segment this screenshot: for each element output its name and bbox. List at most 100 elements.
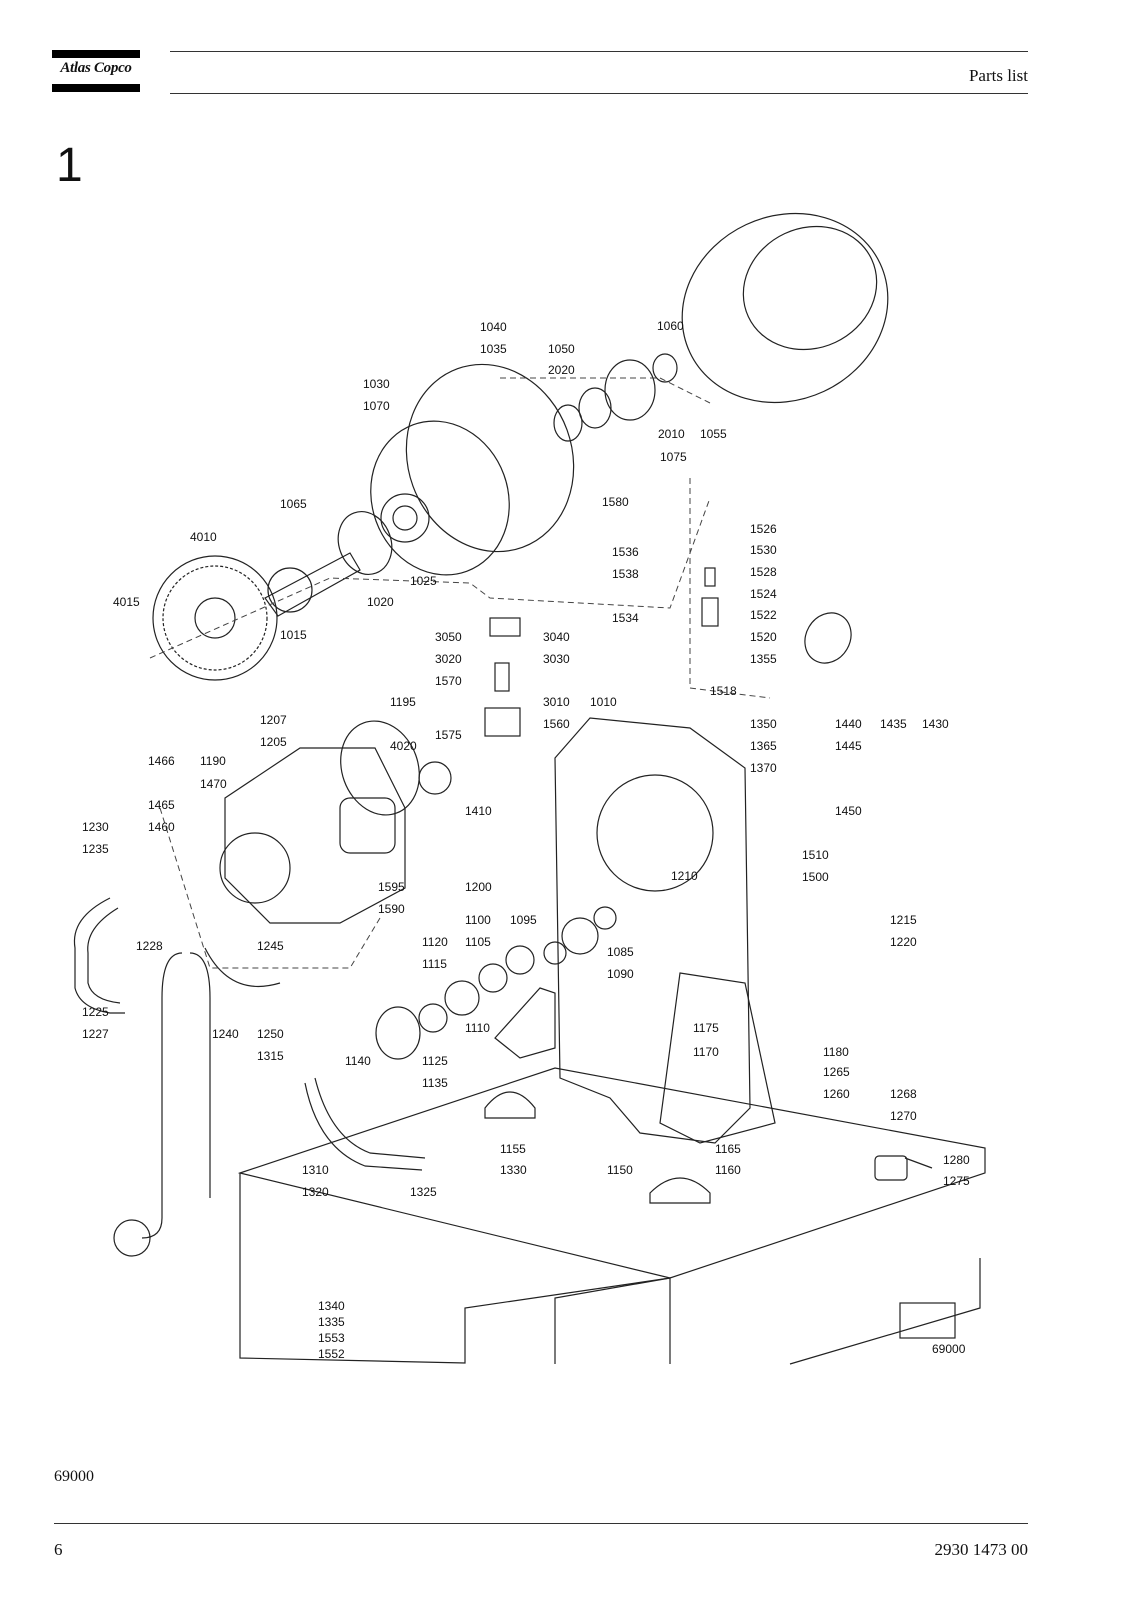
guide-line-4 [689,478,771,699]
callout-3030: 3030 [543,652,570,666]
callout-3050: 3050 [435,630,462,644]
callout-1260: 1260 [823,1087,850,1101]
callout-1205: 1205 [260,735,287,749]
callout-1580: 1580 [602,495,629,509]
callout-1165: 1165 [715,1142,741,1156]
logo-bar-top [52,50,140,58]
callout-1410: 1410 [465,804,492,818]
base-frame-side [554,1277,671,1364]
callout-1435: 1435 [880,717,907,731]
callout-3010: 3010 [543,695,570,709]
callout-1035: 1035 [480,342,507,356]
callout-1025: 1025 [410,574,437,588]
callout-1538: 1538 [612,567,639,581]
callout-1325: 1325 [410,1185,437,1199]
callout-1534: 1534 [612,611,639,625]
callout-4020: 4020 [390,739,417,753]
callout-1340: 1340 [318,1299,345,1313]
mount-1150 [649,1177,711,1204]
callout-1160: 1160 [715,1163,741,1177]
pipe-1240-b [189,952,211,1198]
callout-1155: 1155 [500,1142,526,1156]
callout-1268: 1268 [890,1087,917,1101]
callout-1315: 1315 [257,1049,284,1063]
callout-1528: 1528 [750,565,777,579]
drawing-svg: 1040103510502020106010301070201010551075… [73,212,986,1365]
bearing-1090 [561,917,599,955]
oring-1050 [578,387,612,429]
callout-1040: 1040 [480,320,507,334]
logo-wordmark: Atlas Copco [60,60,132,76]
callout-1370: 1370 [750,761,777,775]
block-3040 [489,617,521,637]
callout-1175: 1175 [693,1021,719,1035]
callout-1320: 1320 [302,1185,329,1199]
seal-2020 [553,404,583,442]
mount-1155 [484,1091,536,1119]
callout-1150: 1150 [607,1163,633,1177]
gear-4010-teeth [162,565,268,671]
support-1110 [494,987,556,1059]
callout-1225: 1225 [82,1005,109,1019]
callout-1524: 1524 [750,587,777,601]
callout-1180: 1180 [823,1045,849,1059]
header-title: Parts list [968,66,1028,85]
callout-1228: 1228 [136,939,163,953]
callout-1115: 1115 [422,957,447,971]
base-frame-top [237,1067,986,1279]
callout-1120: 1120 [422,935,448,949]
valve-1528 [704,567,716,587]
callout-1125: 1125 [422,1054,448,1068]
callout-1536: 1536 [612,545,639,559]
pipe-1240-top [204,947,281,987]
callout-1450: 1450 [835,804,862,818]
callout-1055: 1055 [700,427,727,441]
callout-1060: 1060 [657,319,684,333]
page-number: 6 [54,1540,63,1559]
callout-1275: 1275 [943,1174,970,1188]
callout-4010: 4010 [190,530,217,544]
figure-reference: 69000 [54,1468,94,1485]
callout-1590: 1590 [378,902,405,916]
drawing-figure-number: 69000 [932,1342,966,1356]
oring-1125 [418,1003,448,1033]
bearing-1025-bore [392,505,418,531]
callout-1560: 1560 [543,717,570,731]
ball-valve-1270 [874,1155,908,1181]
callout-1220: 1220 [890,935,917,949]
part-1115 [444,980,480,1016]
callout-1552: 1552 [318,1347,345,1361]
callout-3040: 3040 [543,630,570,644]
callout-1440: 1440 [835,717,862,731]
guide-line-1 [149,497,711,659]
callout-1020: 1020 [367,595,394,609]
callout-1470: 1470 [200,777,227,791]
callout-1445: 1445 [835,739,862,753]
oil-filter-1355 [804,612,852,664]
base-opening [899,1302,956,1339]
bearing-housing-1135 [375,1006,421,1060]
callout-1050: 1050 [548,342,575,356]
guide-line-3 [159,807,381,969]
callout-1430: 1430 [922,717,949,731]
base-frame-right [789,1258,981,1365]
callout-1030: 1030 [363,377,390,391]
atlas-copco-logo: Atlas Copco [52,50,140,92]
callout-1522: 1522 [750,608,777,622]
pipe-1320-b [304,1082,423,1171]
ring-1060 [652,353,678,383]
callout-1520: 1520 [750,630,777,644]
callout-1215: 1215 [890,913,917,927]
pipe-flange-1240 [113,1219,151,1257]
callout-1100: 1100 [465,913,491,927]
gear-4010-hub [194,597,236,639]
gear-4020 [418,761,452,795]
callout-1270: 1270 [890,1109,917,1123]
callout-1310: 1310 [302,1163,329,1177]
compressor-outlet [339,797,396,854]
seal-ring-1020 [337,511,393,575]
valve-1524 [701,597,719,627]
callout-1335: 1335 [318,1315,345,1329]
pipe-1225-b [87,907,121,1004]
